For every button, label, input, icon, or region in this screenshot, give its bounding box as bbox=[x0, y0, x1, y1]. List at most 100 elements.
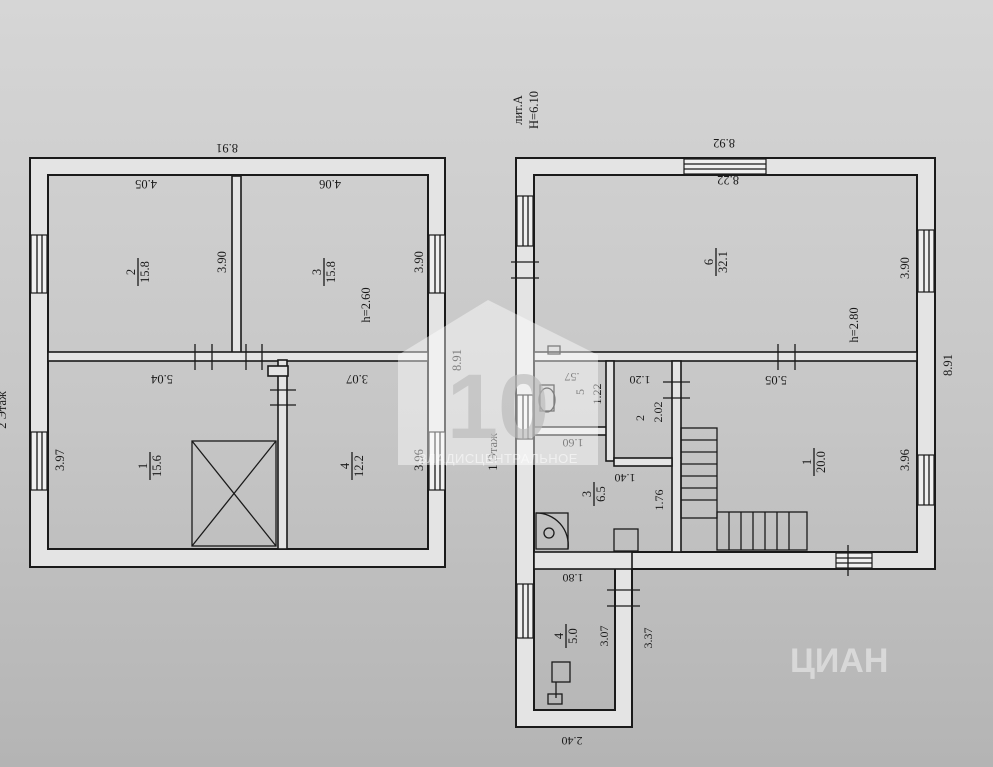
right-room6-depth: 3.90 bbox=[898, 257, 912, 279]
svg-text:20.0: 20.0 bbox=[814, 451, 828, 473]
left-room1-width: 5.04 bbox=[150, 372, 173, 386]
right-wall-annex-top bbox=[533, 551, 633, 570]
agency-logo-watermark: 10 ВЛАДИСЦЕНТРАЛЬНОЕ bbox=[398, 300, 598, 466]
svg-text:5.0: 5.0 bbox=[566, 628, 580, 644]
left-door-marks bbox=[194, 344, 296, 406]
left-floor-plan: 8.91 4.05 4.06 3.90 3.90 h=2.60 8.91 5.0… bbox=[0, 141, 464, 568]
svg-text:2: 2 bbox=[633, 415, 647, 421]
right-annex-depth: 3.37 bbox=[641, 628, 655, 649]
svg-text:3: 3 bbox=[310, 269, 324, 275]
left-room1-depth: 3.97 bbox=[53, 449, 67, 471]
left-overall-depth: 8.91 bbox=[450, 349, 464, 371]
right-room6-width: 8.22 bbox=[717, 173, 739, 187]
right-room3-width-inner: 1.40 bbox=[615, 471, 636, 485]
left-room-4-label: 4 12.2 bbox=[338, 452, 366, 480]
svg-text:4: 4 bbox=[552, 632, 566, 639]
left-overall-width: 8.91 bbox=[216, 141, 238, 155]
right-floor-plan: лит.А H=6.10 8.92 8.22 3.90 h=2.80 8.91 … bbox=[486, 91, 955, 748]
svg-text:5: 5 bbox=[573, 389, 587, 395]
right-stairs bbox=[680, 427, 808, 551]
right-floor-label: 1 Этаж bbox=[486, 433, 500, 471]
liter-label: лит.А bbox=[511, 95, 525, 125]
right-room3-depth: 1.76 bbox=[652, 490, 666, 511]
stove-icon bbox=[613, 528, 639, 552]
right-wall-room2-bottom bbox=[613, 457, 673, 467]
right-room-2-label: 2 bbox=[633, 415, 647, 421]
right-wall-horizontal-mid bbox=[533, 351, 918, 362]
left-room-2-label: 2 15.8 bbox=[124, 258, 152, 286]
left-height: h=2.60 bbox=[359, 287, 373, 322]
right-wall-stair bbox=[671, 360, 682, 553]
right-room2-width: 1.20 bbox=[630, 373, 651, 387]
svg-text:4: 4 bbox=[338, 462, 352, 469]
svg-text:15.8: 15.8 bbox=[138, 261, 152, 283]
right-window-west-bottom bbox=[516, 583, 534, 639]
right-wall-room2-left bbox=[605, 360, 615, 462]
shower-icon bbox=[535, 512, 569, 550]
left-outer-walls bbox=[29, 157, 446, 568]
svg-text:2: 2 bbox=[124, 269, 138, 275]
right-door-marks bbox=[511, 261, 849, 607]
right-room-5-label: 5 bbox=[573, 389, 587, 395]
right-annex-width: 2.40 bbox=[562, 734, 583, 748]
left-room-1-label: 1 15.6 bbox=[136, 452, 164, 480]
left-window-west-top bbox=[30, 234, 48, 294]
left-stair-opening bbox=[191, 440, 277, 547]
right-room3-width: 1.60 bbox=[563, 436, 584, 450]
right-height: h=2.80 bbox=[847, 307, 861, 342]
svg-text:6: 6 bbox=[702, 259, 716, 265]
svg-text:1: 1 bbox=[136, 463, 150, 469]
right-overall-depth: 8.91 bbox=[941, 354, 955, 376]
left-window-west-bottom bbox=[30, 431, 48, 491]
right-room-6-label: 6 32.1 bbox=[702, 248, 730, 276]
right-window-south bbox=[835, 552, 873, 569]
svg-text:3: 3 bbox=[580, 491, 594, 497]
left-room2-width: 4.05 bbox=[135, 177, 157, 191]
right-room4-depth: 3.07 bbox=[597, 626, 611, 647]
svg-text:1: 1 bbox=[800, 459, 814, 465]
right-room-4-label: 4 5.0 bbox=[552, 624, 580, 648]
cian-logo-text: ЦИАН bbox=[790, 642, 888, 680]
left-floor-label: 2 Этаж bbox=[0, 391, 9, 429]
left-room3-width: 4.06 bbox=[319, 177, 341, 191]
left-room4-depth: 3.96 bbox=[412, 449, 426, 471]
toilet-icon bbox=[538, 384, 556, 413]
right-room4-width: 1.80 bbox=[563, 571, 584, 585]
right-window-west-top bbox=[516, 195, 534, 247]
left-room-3-label: 3 15.8 bbox=[310, 258, 338, 286]
svg-text:32.1: 32.1 bbox=[716, 251, 730, 273]
svg-text:6.5: 6.5 bbox=[594, 486, 608, 502]
right-window-west-mid bbox=[516, 394, 534, 440]
svg-text:15.6: 15.6 bbox=[150, 455, 164, 477]
right-window-east-top bbox=[917, 229, 935, 293]
right-room5-width: .57 bbox=[565, 370, 580, 384]
boiler-icon bbox=[547, 661, 571, 705]
right-room5-depth: 1.22 bbox=[590, 384, 604, 405]
right-window-east-bottom bbox=[917, 454, 935, 506]
left-wall-vertical-bottom bbox=[277, 359, 288, 550]
left-window-east-bottom bbox=[428, 431, 446, 491]
svg-text:12.2: 12.2 bbox=[352, 455, 366, 477]
left-room2-depth: 3.90 bbox=[215, 251, 229, 273]
right-window-north bbox=[683, 158, 767, 175]
svg-text:15.8: 15.8 bbox=[324, 261, 338, 283]
right-overall-width: 8.92 bbox=[713, 136, 735, 150]
left-room4-width: 3.07 bbox=[346, 372, 368, 386]
left-window-east-top bbox=[428, 234, 446, 294]
liter-height: H=6.10 bbox=[527, 91, 541, 129]
agency-logo-number: 10 bbox=[447, 356, 549, 458]
left-wall-horizontal-mid bbox=[47, 351, 429, 362]
right-room2-depth: 2.02 bbox=[651, 402, 665, 423]
right-room1-width: 5.05 bbox=[765, 373, 787, 387]
right-room1-depth: 3.96 bbox=[898, 449, 912, 471]
left-room3-depth: 3.90 bbox=[412, 251, 426, 273]
cian-watermark: ЦИАН bbox=[790, 642, 888, 680]
left-wall-vertical-top bbox=[231, 175, 242, 355]
right-room-1-label: 1 20.0 bbox=[800, 448, 828, 476]
sink-icon bbox=[547, 345, 561, 355]
right-room-3-label: 3 6.5 bbox=[580, 482, 608, 506]
left-wall-corner bbox=[267, 365, 289, 377]
agency-name-watermark: ВЛАДИСЦЕНТРАЛЬНОЕ bbox=[418, 451, 578, 466]
